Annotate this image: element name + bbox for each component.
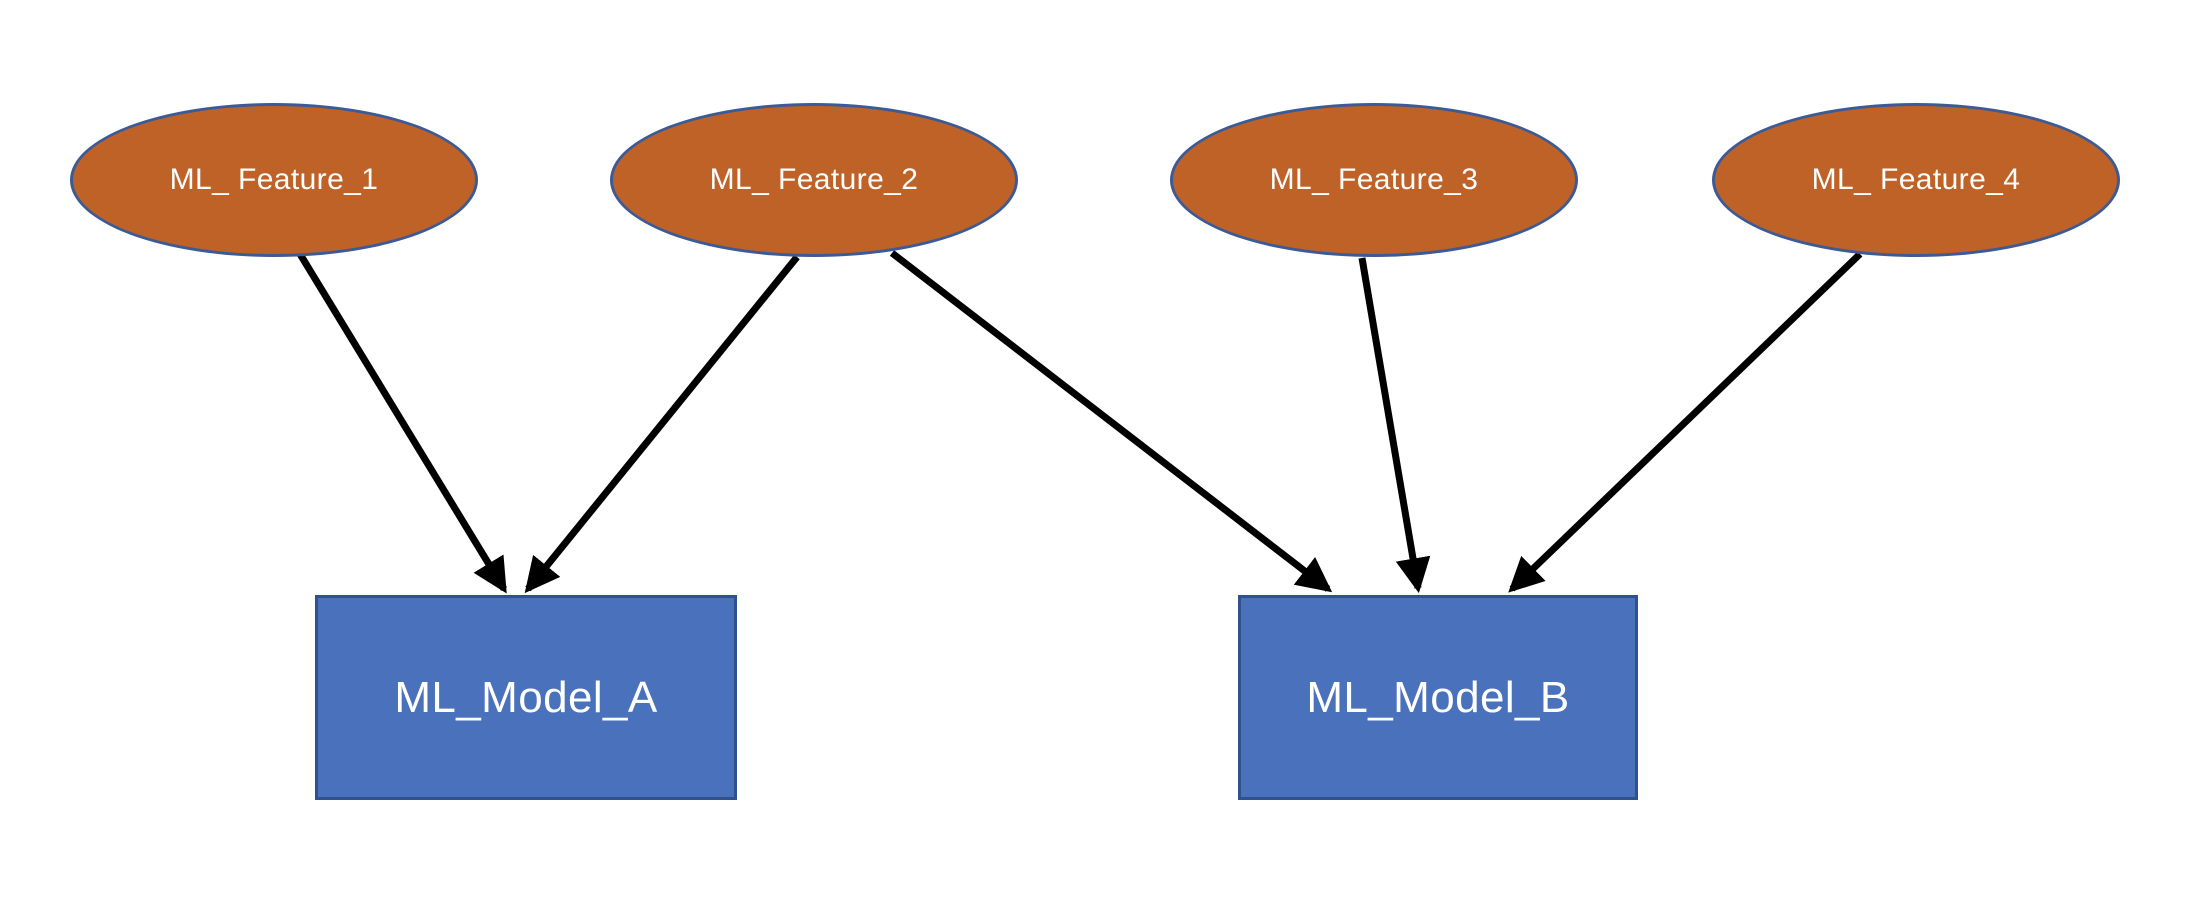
arrow-feature2-to-modelA xyxy=(524,254,800,594)
node-ml-feature-3: ML_ Feature_3 xyxy=(1170,103,1578,257)
node-label-ml-model-b: ML_Model_B xyxy=(1306,672,1570,722)
arrow-feature1-to-modelA xyxy=(297,252,507,594)
node-ml-model-b: ML_Model_B xyxy=(1238,595,1638,800)
node-label-ml-feature-2: ML_ Feature_2 xyxy=(709,163,919,196)
node-label-ml-feature-1: ML_ Feature_1 xyxy=(169,163,379,196)
node-label-ml-feature-4: ML_ Feature_4 xyxy=(1811,163,2021,196)
arrow-feature4-to-modelB xyxy=(1508,251,1863,593)
arrow-feature2-to-modelB xyxy=(889,250,1333,593)
node-label-ml-feature-3: ML_ Feature_3 xyxy=(1269,163,1479,196)
arrow-feature3-to-modelB xyxy=(1358,257,1431,594)
node-ml-model-a: ML_Model_A xyxy=(315,595,737,800)
node-ml-feature-4: ML_ Feature_4 xyxy=(1712,103,2120,257)
node-ml-feature-1: ML_ Feature_1 xyxy=(70,103,478,257)
node-ml-feature-2: ML_ Feature_2 xyxy=(610,103,1018,257)
node-label-ml-model-a: ML_Model_A xyxy=(394,672,658,722)
